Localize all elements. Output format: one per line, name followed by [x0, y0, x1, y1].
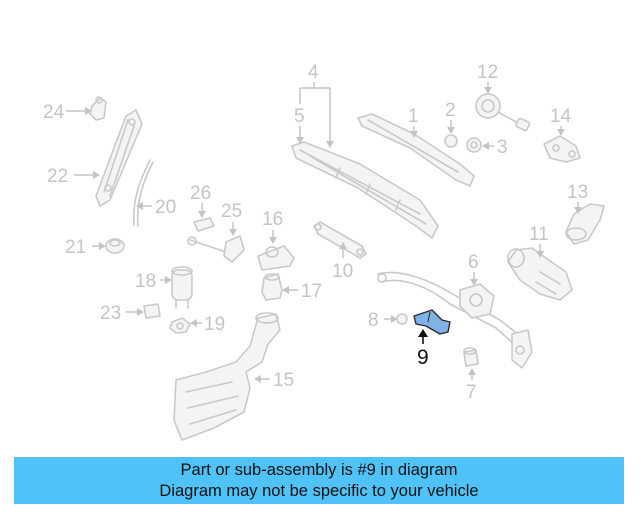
- callout-10: 10: [332, 261, 353, 282]
- part-9-highlighted: [413, 309, 451, 335]
- callout-9: 9: [417, 346, 429, 369]
- banner-part-note: Part or sub-assembly is #9 in diagram: [180, 461, 458, 479]
- callout-24: 24: [43, 102, 65, 123]
- banner-disclaimer: Diagram may not be specific to your vehi…: [159, 482, 479, 500]
- part-16-bracket: [257, 245, 295, 271]
- part-2-cap: [444, 134, 458, 148]
- part-5-wiper-blade: [291, 141, 439, 239]
- part-23-plug: [143, 303, 161, 319]
- part-6-linkage: [377, 271, 533, 369]
- callout-16: 16: [262, 209, 283, 230]
- callout-15: 15: [273, 370, 294, 391]
- callout-6: 6: [468, 252, 479, 273]
- callout-21: 21: [65, 237, 86, 258]
- callout-23: 23: [100, 303, 121, 324]
- part-10-rod: [313, 221, 367, 259]
- callout-8: 8: [368, 310, 379, 331]
- callout-1: 1: [408, 106, 419, 127]
- callout-20: 20: [155, 197, 176, 218]
- callout-22: 22: [47, 166, 68, 187]
- part-22-bracket: [95, 109, 143, 207]
- part-13-grommet: [565, 203, 605, 245]
- part-15-reservoir: [173, 312, 281, 441]
- part-12-grommet: [475, 93, 531, 132]
- part-18-pump: [171, 266, 193, 309]
- callout-2: 2: [445, 100, 456, 121]
- part-7-bushing: [463, 347, 479, 367]
- part-11-wiper-motor: [507, 247, 573, 301]
- callout-5: 5: [294, 106, 305, 127]
- part-8-washer: [396, 313, 408, 325]
- part-26-clip: [193, 217, 215, 232]
- callout-11: 11: [529, 224, 549, 245]
- part-24-sensor: [89, 96, 107, 121]
- callout-19: 19: [204, 314, 225, 335]
- part-20-rod: [132, 159, 154, 227]
- callout-18: 18: [135, 271, 156, 292]
- callout-4: 4: [308, 62, 319, 83]
- part-14-bracket: [543, 135, 581, 163]
- part-19-nut: [169, 317, 191, 334]
- part-21-grommet: [105, 238, 125, 254]
- part-1-wiper-arm: [357, 113, 475, 187]
- part-25-connector: [187, 235, 245, 263]
- callout-3: 3: [497, 137, 508, 158]
- callout-12: 12: [477, 62, 498, 83]
- callout-13: 13: [567, 182, 588, 203]
- part-3-nut: [466, 137, 482, 153]
- leader-lines: [66, 82, 582, 383]
- callout-labels: 24 22 20 21 26 25 18 23 19 16 17 15 4 5 …: [43, 62, 588, 403]
- info-banner: Part or sub-assembly is #9 in diagram Di…: [14, 457, 624, 504]
- callout-17: 17: [301, 281, 322, 302]
- callout-25: 25: [221, 201, 242, 222]
- callout-7: 7: [466, 382, 477, 403]
- callout-26: 26: [190, 183, 211, 204]
- part-17-clip: [261, 273, 283, 301]
- callout-14: 14: [550, 106, 572, 127]
